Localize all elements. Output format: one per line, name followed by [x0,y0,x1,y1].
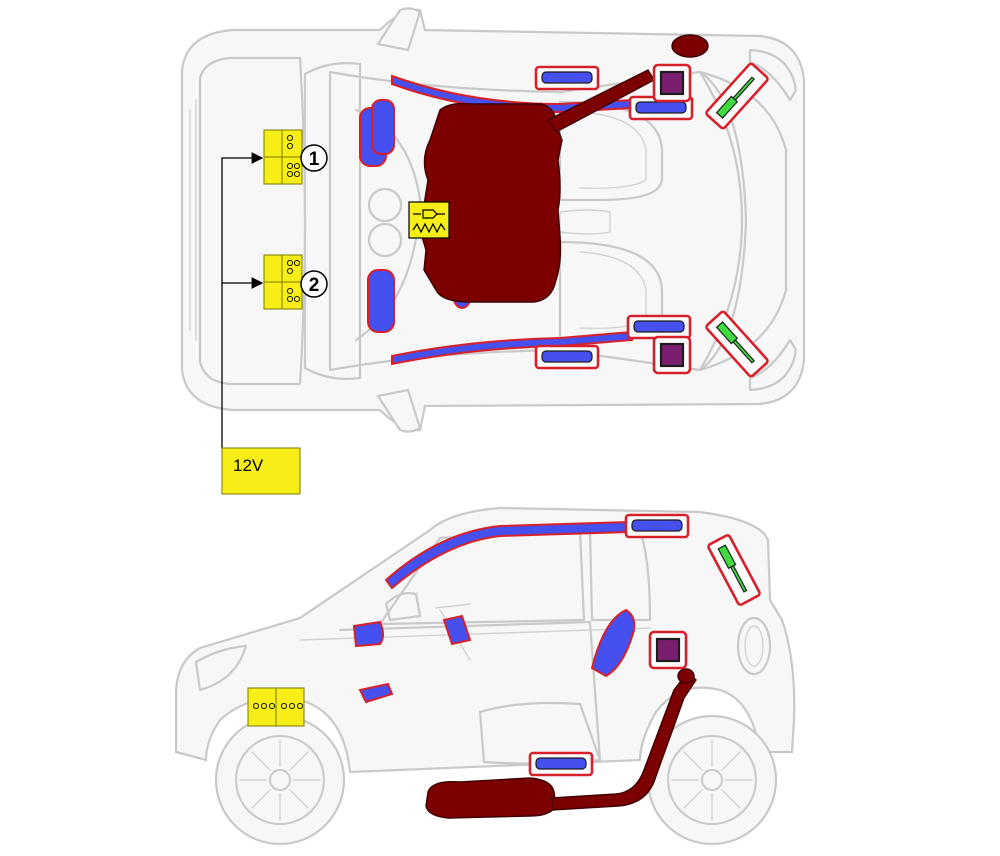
side-view-fuel-system [425,668,697,819]
battery-2 [263,254,303,310]
battery-1-cell [286,170,294,178]
fuel-tank-top-view [419,102,563,303]
gas-spring-rod-top [732,76,756,101]
top-view-gas-springs [705,62,769,378]
side-battery-cell [296,702,304,710]
side-view-tail-light-inner [744,625,764,667]
side-driver-airbag [352,620,384,648]
rear-rim [667,735,757,825]
top-view-steering-hub-bottom [367,222,403,258]
battery-1 [263,129,303,185]
front-airbag-top-2 [371,99,395,155]
side-fuel-pipe [551,670,697,811]
battery-2-cell [293,295,301,303]
side-fuel-filler-cap [677,668,695,684]
gas-generator-1 [541,71,593,84]
fuel-filler-cap-top [671,34,709,58]
side-knee-airbag [358,682,394,704]
top-view-steering-hub-top [367,187,403,223]
gas-generator-3 [633,320,685,333]
battery-wiring [221,152,264,448]
side-view-headlight [194,644,248,692]
side-seat-airbag [590,608,636,678]
curtain-airbag-bottom [391,330,633,366]
side-view-door-line [338,620,602,762]
callout-1: 1 [300,144,328,172]
voltage-box-bg [221,447,301,495]
front-rim [235,735,325,825]
side-view-mirror [384,592,422,622]
callout-2-label: 2 [309,275,320,296]
side-gas-generator-sill [535,757,587,770]
callout-2-circle [300,270,328,298]
side-control-unit [655,637,681,663]
side-battery-cell [252,702,260,710]
top-view-warning-symbol [408,201,450,239]
side-view-airbags [352,608,636,704]
side-gas-spring-rod [729,564,748,593]
callout-1-label: 1 [309,149,320,170]
top-view-mirror-bottom [376,388,422,433]
battery-2-cell [286,267,294,275]
side-view-tail-light [736,616,772,676]
battery-2-cell [286,259,294,267]
top-view-rear-light-bottom [748,338,798,392]
battery-1-cell [286,134,294,142]
top-view-control-units [652,63,692,375]
gas-generator-2 [635,101,687,114]
front-hub [269,769,291,791]
voltage-label: 12V [233,456,264,475]
battery-1-cell [293,162,301,170]
side-view-seat [478,701,602,765]
control-unit-bottom [659,342,685,368]
battery-1-cell [286,162,294,170]
top-view-rear-window [698,70,788,372]
gas-generator-4 [541,350,593,363]
control-unit-top [659,70,685,96]
top-view-cabin [328,70,748,372]
top-view-seat-detail-top [579,111,647,189]
front-airbag-bottom [367,269,395,333]
wire-to-battery-1 [221,152,264,448]
rear-spokes [671,739,753,821]
top-view-symbol-glyph [412,209,446,234]
side-battery-cell [288,702,296,710]
top-view-windshield [303,62,362,380]
top-view-front-detail [189,99,197,341]
battery-2-cell [286,287,294,295]
side-view-gas-generators [528,513,690,777]
side-steering-airbag [442,614,472,646]
front-spokes [239,739,321,821]
top-view-seat-detail-bottom [579,251,647,329]
side-battery-cell [268,702,276,710]
callout-2: 2 [300,270,328,298]
rear-hub [701,769,723,791]
top-view-mirror-top [376,7,422,52]
side-view-front-wheel [214,714,346,846]
battery-1-cell [293,170,301,178]
gas-spring-rod-bottom [732,339,756,364]
side-gas-generator-roof [631,519,683,532]
top-view-console [559,209,611,235]
voltage-box: 12V [221,447,301,495]
side-battery-cell [260,702,268,710]
top-view-rear-light-top [748,48,798,102]
side-view-battery [247,687,305,727]
battery-2-cell [293,259,301,267]
side-battery-cell [280,702,288,710]
battery-2-cell [286,295,294,303]
callout-1-circle [300,144,328,172]
side-gas-spring [707,534,761,606]
side-fuel-tank [425,777,557,819]
battery-1-cell [286,142,294,150]
top-view-gas-generators [534,65,694,370]
